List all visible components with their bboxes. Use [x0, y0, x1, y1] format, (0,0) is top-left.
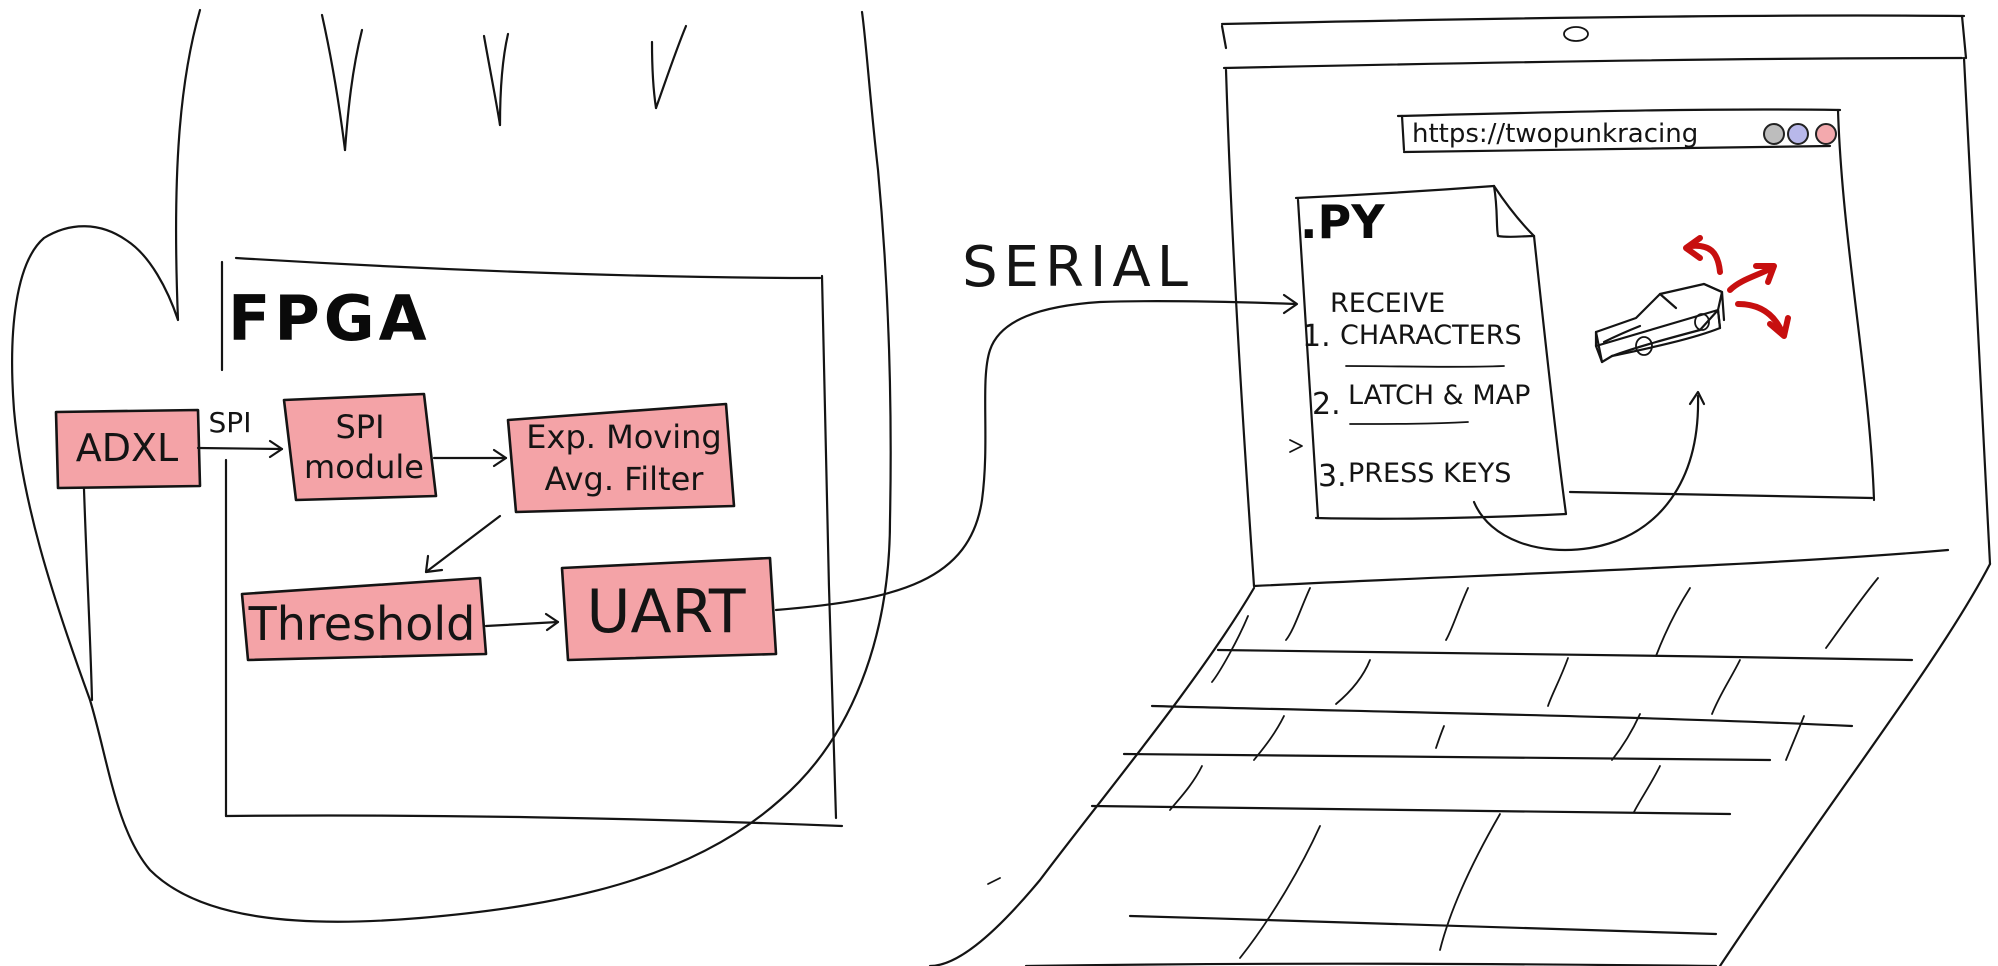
step-3-text: PRESS KEYS	[1348, 458, 1511, 489]
spi-module-line1: SPI	[335, 408, 384, 446]
browser-url: https://twopunkracing	[1412, 119, 1698, 149]
arrow-filter-to-threshold	[426, 516, 500, 572]
window-maximize-button[interactable]	[1788, 124, 1808, 144]
fpga-title: FPGA	[228, 282, 431, 355]
adxl-label: ADXL	[76, 426, 178, 470]
spi-bus-label: SPI	[209, 406, 252, 439]
threshold-label: Threshold	[248, 597, 476, 651]
step-1-number: 1.	[1302, 319, 1331, 354]
serial-label: SERIAL	[962, 235, 1194, 300]
steer-arrows	[1686, 238, 1788, 336]
step-2-number: 2.	[1312, 387, 1341, 422]
webcam-icon	[1564, 27, 1588, 41]
uart-label: UART	[587, 577, 746, 647]
step-3-number: 3.	[1318, 459, 1347, 494]
steer-forward-arrow	[1730, 268, 1772, 290]
laptop-lid-top	[1222, 15, 1964, 24]
filter-line2: Avg. Filter	[545, 460, 705, 498]
spi-module-line2: module	[304, 448, 424, 486]
filter-line1: Exp. Moving	[526, 418, 721, 456]
uart-block: UART	[562, 558, 776, 660]
cursor-marker	[1290, 440, 1302, 452]
threshold-block: Threshold	[242, 578, 486, 660]
window-close-button[interactable]	[1816, 124, 1836, 144]
step-2-text: LATCH & MAP	[1348, 380, 1530, 411]
car-icon	[1596, 284, 1724, 362]
python-script-file: .PY 1. RECEIVE CHARACTERS 2. LATCH & MAP…	[1290, 186, 1566, 520]
arrow-spi-to-filter	[434, 450, 506, 466]
step-1-text-line2: CHARACTERS	[1340, 320, 1522, 351]
steer-left-arrow	[1690, 246, 1720, 272]
spi-bus: SPI	[198, 406, 282, 457]
spi-module-block: SPI module	[284, 394, 436, 500]
arrow-threshold-to-uart	[486, 614, 558, 630]
filter-block: Exp. Moving Avg. Filter	[508, 404, 734, 512]
step-1-text-line1: RECEIVE	[1330, 288, 1445, 319]
serial-link: SERIAL	[776, 235, 1297, 610]
window-minimize-button[interactable]	[1764, 124, 1784, 144]
script-title: .PY	[1300, 195, 1385, 249]
adxl-block: ADXL	[56, 410, 200, 488]
laptop: https://twopunkracing .PY 1. RECEIVE CHA…	[930, 15, 1990, 966]
